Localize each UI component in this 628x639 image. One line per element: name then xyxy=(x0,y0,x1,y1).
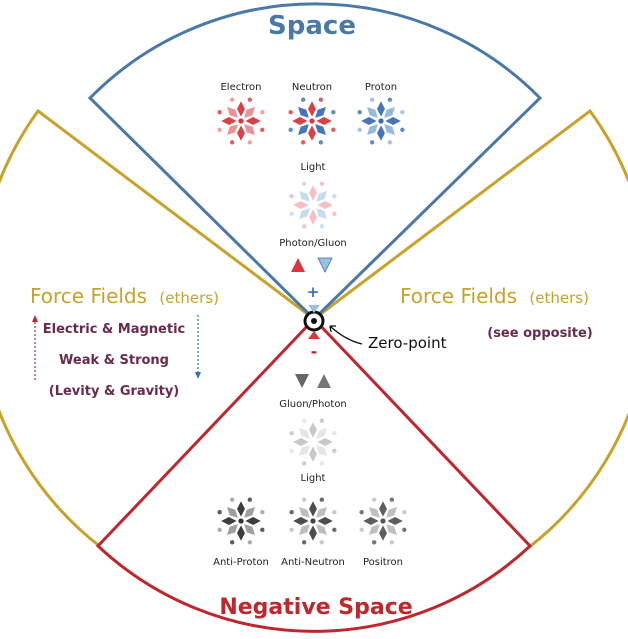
top-light-label: Light xyxy=(301,162,326,173)
plus-sign: + xyxy=(307,283,320,301)
right-note: (see opposite) xyxy=(487,326,592,341)
space-title: Space xyxy=(268,11,356,41)
electron-label: Electron xyxy=(220,82,261,93)
anti-proton-label: Anti-Proton xyxy=(213,557,269,568)
negative-space-title: Negative Space xyxy=(219,595,412,620)
bottom-photon-label: Gluon/Photon xyxy=(279,399,347,410)
left-line-1: Electric & Magnetic xyxy=(43,322,186,337)
anti-neutron-label: Anti-Neutron xyxy=(281,557,345,568)
zero-point-label: Zero-point xyxy=(368,334,447,352)
positron-label: Positron xyxy=(363,557,403,568)
top-photon-label: Photon/Gluon xyxy=(279,238,347,249)
neutron-label: Neutron xyxy=(292,82,332,93)
bottom-light-label: Light xyxy=(301,473,326,484)
zero-point-dot xyxy=(311,318,317,324)
left-line-2: Weak & Strong xyxy=(59,353,169,368)
minus-sign: - xyxy=(311,342,318,361)
proton-label: Proton xyxy=(365,82,397,93)
left-line-3: (Levity & Gravity) xyxy=(49,384,179,399)
